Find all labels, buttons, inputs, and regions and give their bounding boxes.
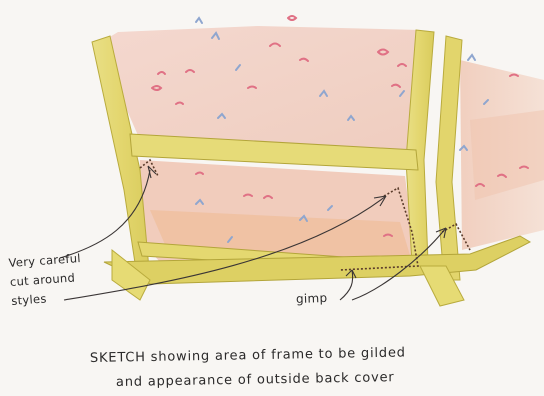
annotation-gimp: gimp	[296, 291, 328, 306]
back-cover-fabric	[98, 26, 432, 150]
annotation-careful-cut: Very careful cut around styles	[8, 249, 84, 311]
far-right-stile	[436, 36, 462, 280]
